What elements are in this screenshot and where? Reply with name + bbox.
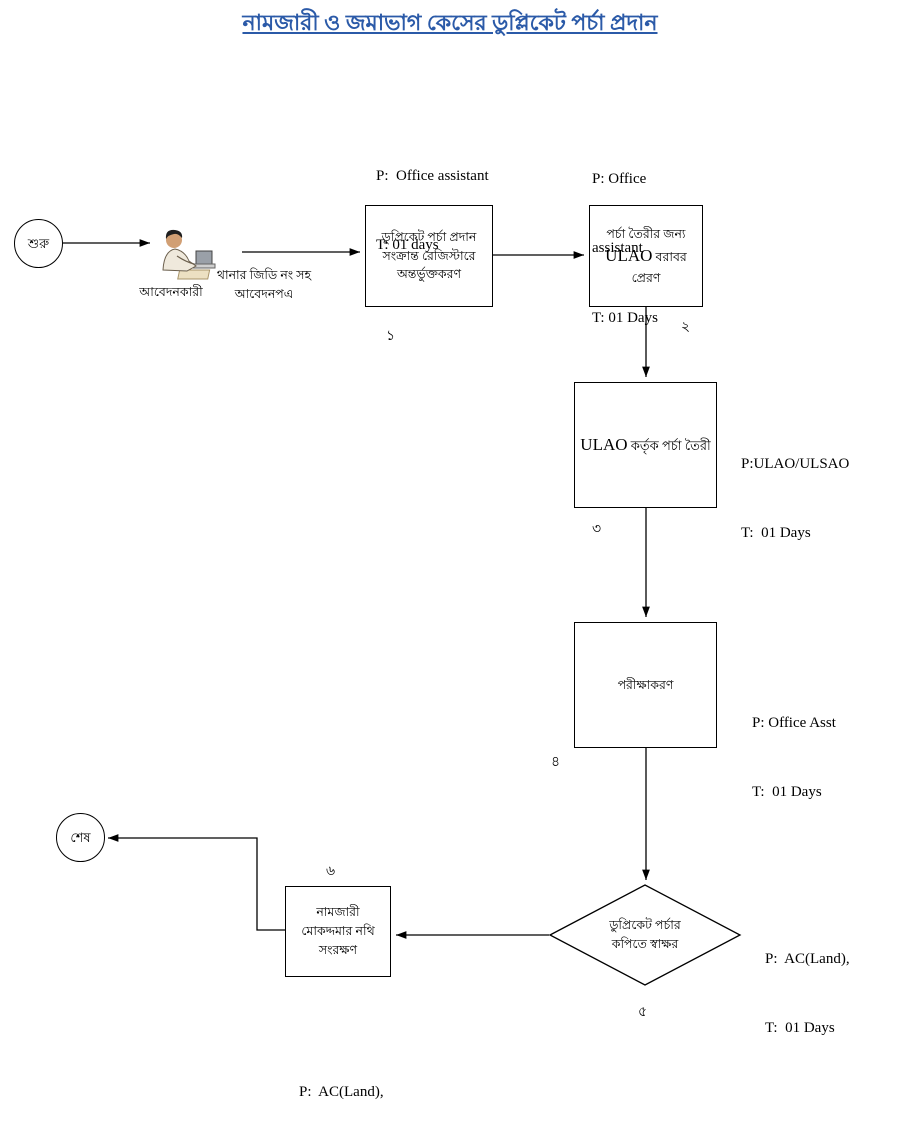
step3-label: ULAO কর্তৃক পর্চা তৈরী xyxy=(580,435,711,455)
step4-annotation: P: Office Asst T: 01 Days xyxy=(752,714,836,801)
step3-ulao: ULAO xyxy=(580,435,628,455)
step1-annotation: P: Office assistant T: 01 days xyxy=(376,167,489,254)
applicant-icon xyxy=(155,226,221,284)
step4-label: পরীক্ষাকরণ xyxy=(617,677,674,692)
start-label: শুরু xyxy=(27,235,50,251)
step2-number: ২ xyxy=(681,320,691,335)
arrow-step6-to-end xyxy=(108,834,285,931)
step1-line3: অন্তর্ভুক্তকরণ xyxy=(396,267,462,282)
end-label: শেষ xyxy=(70,829,91,845)
person-at-computer-icon xyxy=(162,229,216,280)
step2-box: পর্চা তৈরীর জন্য ULAO বরাবর প্রেরণ xyxy=(589,205,703,307)
decision-label: ডুপ্রিকেট পর্চার কপিতে স্বাক্ষর xyxy=(609,918,681,951)
applicant-note: থানার জিডি নং সহ আবেদনপএ xyxy=(210,266,318,304)
applicant-note-line1: থানার জিডি নং সহ xyxy=(216,268,312,282)
step6-annotation: P: AC(Land), Office Assistant T: 01 Days xyxy=(299,1083,384,1100)
start-node: শুরু xyxy=(14,219,63,268)
step6-line2: মোকদ্দমার নথি xyxy=(301,924,375,939)
step2-line2: ULAO বরাবর xyxy=(605,246,687,266)
applicant-note-line2: আবেদনপএ xyxy=(234,286,294,301)
step2-annotation: P: Office assistant T: 01 Days xyxy=(592,170,658,327)
step1-box: ডুপ্রিকেট পর্চা প্রদান সংক্রান্ত রেজিস্ট… xyxy=(365,205,493,307)
step2-ulao: ULAO xyxy=(605,246,653,266)
step6-line1: নামজারী xyxy=(316,905,360,920)
step5-annotation: P: AC(Land), T: 01 Days xyxy=(765,950,850,1037)
step2-line1: পর্চা তৈরীর জন্য xyxy=(606,226,686,241)
step3-box: ULAO কর্তৃক পর্চা তৈরী xyxy=(574,382,717,508)
applicant-caption: আবেদনকারী xyxy=(139,285,203,299)
step5-number: ৫ xyxy=(638,1005,648,1020)
step6-number: ৬ xyxy=(326,864,336,879)
step3-number: ৩ xyxy=(592,522,602,537)
step6-box: নামজারী মোকদ্দমার নথি সংরক্ষণ xyxy=(285,886,391,977)
step1-number: ১ xyxy=(386,329,396,344)
step4-box: পরীক্ষাকরণ xyxy=(574,622,717,748)
step4-number: ৪ xyxy=(551,755,561,770)
page-title: নামজারী ও জমাভাগ কেসের ডুপ্লিকেট পর্চা প… xyxy=(242,10,658,35)
step1-line1: ডুপ্রিকেট পর্চা প্রদান xyxy=(381,229,477,244)
step2-line3: প্রেরণ xyxy=(631,270,661,285)
step6-line3: সংরক্ষণ xyxy=(318,942,358,957)
end-node: শেষ xyxy=(56,813,105,862)
step3-annotation: P:ULAO/ULSAO T: 01 Days xyxy=(741,455,850,542)
step1-line2: সংক্রান্ত রেজিস্টারে xyxy=(382,248,476,263)
